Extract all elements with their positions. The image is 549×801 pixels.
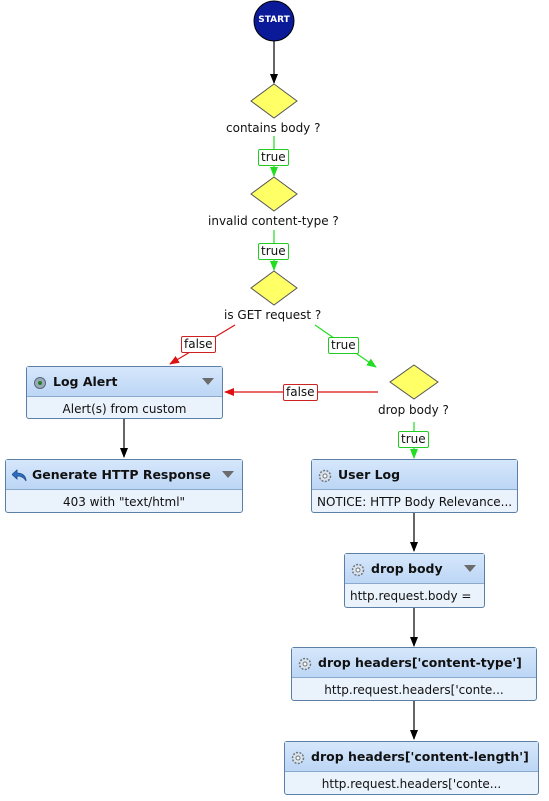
gear-icon bbox=[351, 562, 365, 576]
chevron-down-icon[interactable] bbox=[464, 565, 476, 572]
node-title: Log Alert bbox=[53, 374, 118, 389]
gear-icon bbox=[318, 468, 332, 482]
node-body: http.request.headers['conte... bbox=[321, 777, 502, 791]
decision-contains-body[interactable] bbox=[250, 83, 298, 119]
gear-icon bbox=[298, 656, 312, 670]
node-body: http.request.headers['conte... bbox=[324, 683, 504, 697]
node-title: Generate HTTP Response bbox=[32, 467, 211, 482]
decision-label-contains-body: contains body ? bbox=[226, 121, 321, 135]
gear-icon bbox=[291, 750, 305, 764]
node-drop-headers-content-length[interactable]: drop headers['content-length'] http.requ… bbox=[284, 741, 539, 795]
node-title: drop headers['content-length'] bbox=[311, 749, 529, 764]
node-log-alert[interactable]: Log Alert Alert(s) from custom bbox=[26, 366, 223, 419]
decision-invalid-content-type[interactable] bbox=[250, 176, 298, 212]
decision-drop-body[interactable] bbox=[389, 364, 439, 400]
node-drop-headers-content-type[interactable]: drop headers['content-type'] http.reques… bbox=[291, 647, 537, 701]
edge-label-true-drop: true bbox=[398, 431, 429, 448]
node-title: drop body bbox=[371, 561, 443, 576]
node-body: http.request.body = bbox=[350, 589, 472, 603]
edge-label-true-1: true bbox=[258, 149, 289, 166]
node-drop-body[interactable]: drop body http.request.body = bbox=[344, 553, 485, 608]
reply-arrow-icon bbox=[11, 468, 27, 482]
edge-label-true-2: true bbox=[258, 243, 289, 260]
decision-label-invalid-content-type: invalid content-type ? bbox=[208, 214, 339, 228]
node-title: drop headers['content-type'] bbox=[318, 655, 522, 670]
chevron-down-icon[interactable] bbox=[202, 378, 214, 385]
alert-gear-icon bbox=[33, 375, 47, 389]
node-body: NOTICE: HTTP Body Relevance... bbox=[317, 495, 513, 509]
node-user-log[interactable]: User Log NOTICE: HTTP Body Relevance... bbox=[311, 459, 518, 513]
edge-label-false-drop: false bbox=[283, 384, 318, 401]
node-body: Alert(s) from custom bbox=[62, 402, 187, 416]
decision-label-drop-body: drop body ? bbox=[378, 403, 449, 417]
edge-label-false-get: false bbox=[181, 336, 216, 353]
start-label: START bbox=[258, 15, 290, 25]
decision-label-is-get-request: is GET request ? bbox=[224, 308, 322, 322]
edge-label-true-get: true bbox=[328, 337, 359, 354]
node-body: 403 with "text/html" bbox=[62, 495, 186, 509]
node-title: User Log bbox=[338, 467, 401, 482]
decision-is-get-request[interactable] bbox=[250, 270, 298, 306]
node-generate-http-response[interactable]: Generate HTTP Response 403 with "text/ht… bbox=[5, 459, 243, 513]
chevron-down-icon[interactable] bbox=[222, 471, 234, 478]
